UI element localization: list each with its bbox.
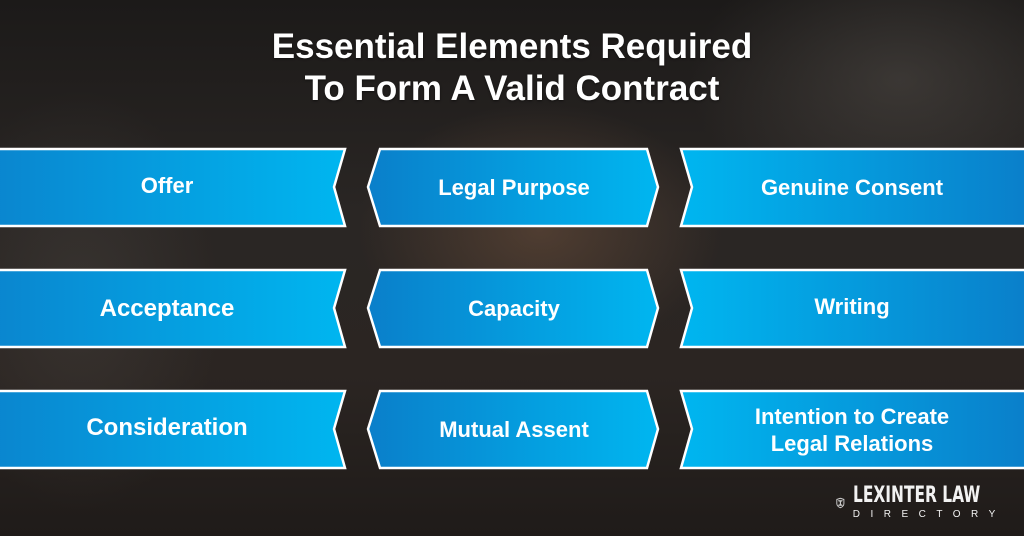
box-intention	[679, 389, 1024, 470]
box-consideration	[0, 389, 347, 470]
label-intention-line-2: Legal Relations	[770, 430, 934, 456]
logo-subtitle: DIRECTORY	[852, 509, 1006, 520]
label-offer: Offer	[140, 172, 194, 198]
label-writing: Writing	[814, 293, 890, 319]
shield-pillar-icon	[836, 497, 845, 509]
label-legal-purpose: Legal Purpose	[438, 175, 590, 200]
box-legal-purpose	[366, 147, 660, 228]
box-mutual-assent	[366, 389, 660, 470]
logo: LEXINTER LAW DIRECTORY	[836, 478, 1016, 528]
logo-name: LEXINTER LAW	[852, 483, 981, 508]
box-writing	[679, 268, 1024, 349]
label-acceptance: Acceptance	[99, 295, 235, 322]
title-line-2: To Form A Valid Contract	[304, 69, 720, 108]
label-capacity: Capacity	[468, 296, 560, 321]
box-capacity	[366, 268, 660, 349]
label-consideration: Consideration	[86, 413, 248, 441]
box-genuine-consent	[679, 147, 1024, 228]
label-intention: Intention to Create Legal Relations	[692, 391, 1012, 468]
label-intention-line-1: Intention to Create	[754, 403, 950, 429]
title-line-1: Essential Elements Required	[271, 27, 753, 66]
label-genuine-consent: Genuine Consent	[760, 175, 944, 200]
page-title: Essential Elements Required To Form A Va…	[0, 26, 1024, 110]
box-offer	[0, 147, 347, 228]
label-mutual-assent: Mutual Assent	[439, 417, 589, 442]
box-acceptance	[0, 268, 347, 349]
